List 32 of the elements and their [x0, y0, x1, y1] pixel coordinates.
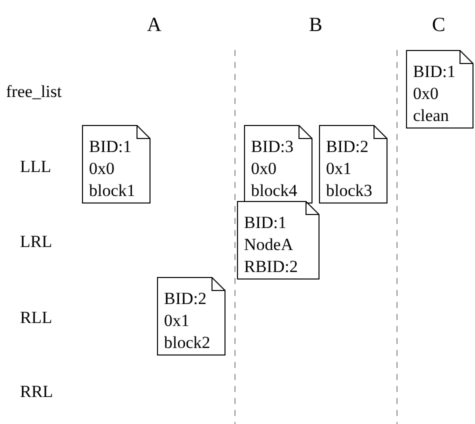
row-label: RRL: [20, 382, 54, 402]
note-card: [237, 201, 320, 280]
note-text: RBID:2: [244, 256, 299, 278]
row-label: free_list: [6, 82, 62, 102]
column-heading: A: [147, 15, 162, 35]
note-text: BID:3: [251, 136, 294, 158]
note-text: 0x0: [89, 158, 116, 180]
note-text: block3: [326, 180, 374, 202]
note-text: BID:2: [326, 136, 370, 158]
note-text: BID:2: [164, 288, 208, 310]
note-text: BID:1: [244, 212, 288, 234]
note-text: 0x1: [326, 158, 352, 180]
note-text: 0x0: [251, 158, 278, 180]
note-card: [82, 125, 151, 204]
note-card: [244, 125, 313, 204]
note-text: BID:1: [413, 61, 456, 83]
note-text: 0x1: [164, 310, 190, 332]
row-label: LLL: [20, 157, 52, 177]
row-label: LRL: [20, 232, 52, 252]
note-card: [406, 50, 474, 129]
note-card: [157, 277, 226, 356]
note-text: clean: [413, 105, 450, 127]
note-text: 0x0: [413, 83, 440, 105]
note-text: block1: [89, 180, 136, 202]
note-text: block4: [251, 180, 298, 202]
note-text: NodeA: [244, 234, 294, 256]
column-heading: C: [432, 15, 446, 35]
column-heading: B: [309, 15, 322, 35]
row-label: RLL: [20, 308, 52, 328]
note-text: BID:1: [89, 136, 132, 158]
note-text: block2: [164, 332, 212, 354]
note-card: [319, 125, 388, 204]
